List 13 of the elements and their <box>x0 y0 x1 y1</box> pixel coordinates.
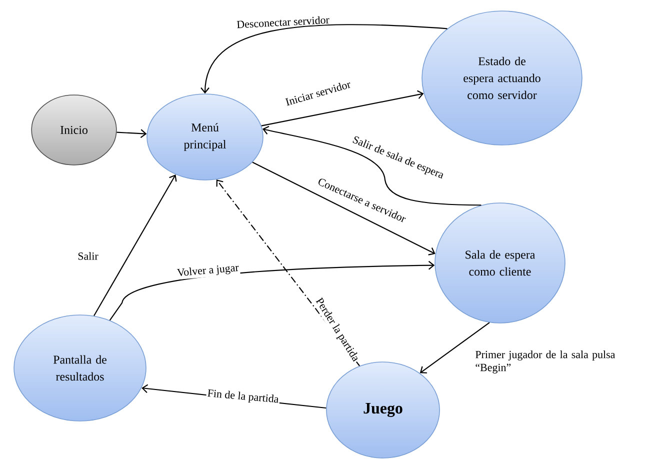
arrow <box>261 90 424 126</box>
arrow <box>116 129 147 138</box>
edge-label: Fin de la partida <box>206 388 280 406</box>
arrow <box>262 126 482 206</box>
arrow <box>252 162 436 256</box>
arrow <box>420 322 490 374</box>
edge-label: Iniciar servidor <box>283 78 353 108</box>
edge-label: Desconectar servidor <box>235 14 331 30</box>
arrow <box>200 24 448 94</box>
edge-label: Primer jugador de la sala pulsa “Begin” <box>474 350 626 374</box>
edge-label: Volver a jugar <box>176 262 240 280</box>
arrow <box>94 174 177 316</box>
edge-label: Salir <box>76 251 100 261</box>
